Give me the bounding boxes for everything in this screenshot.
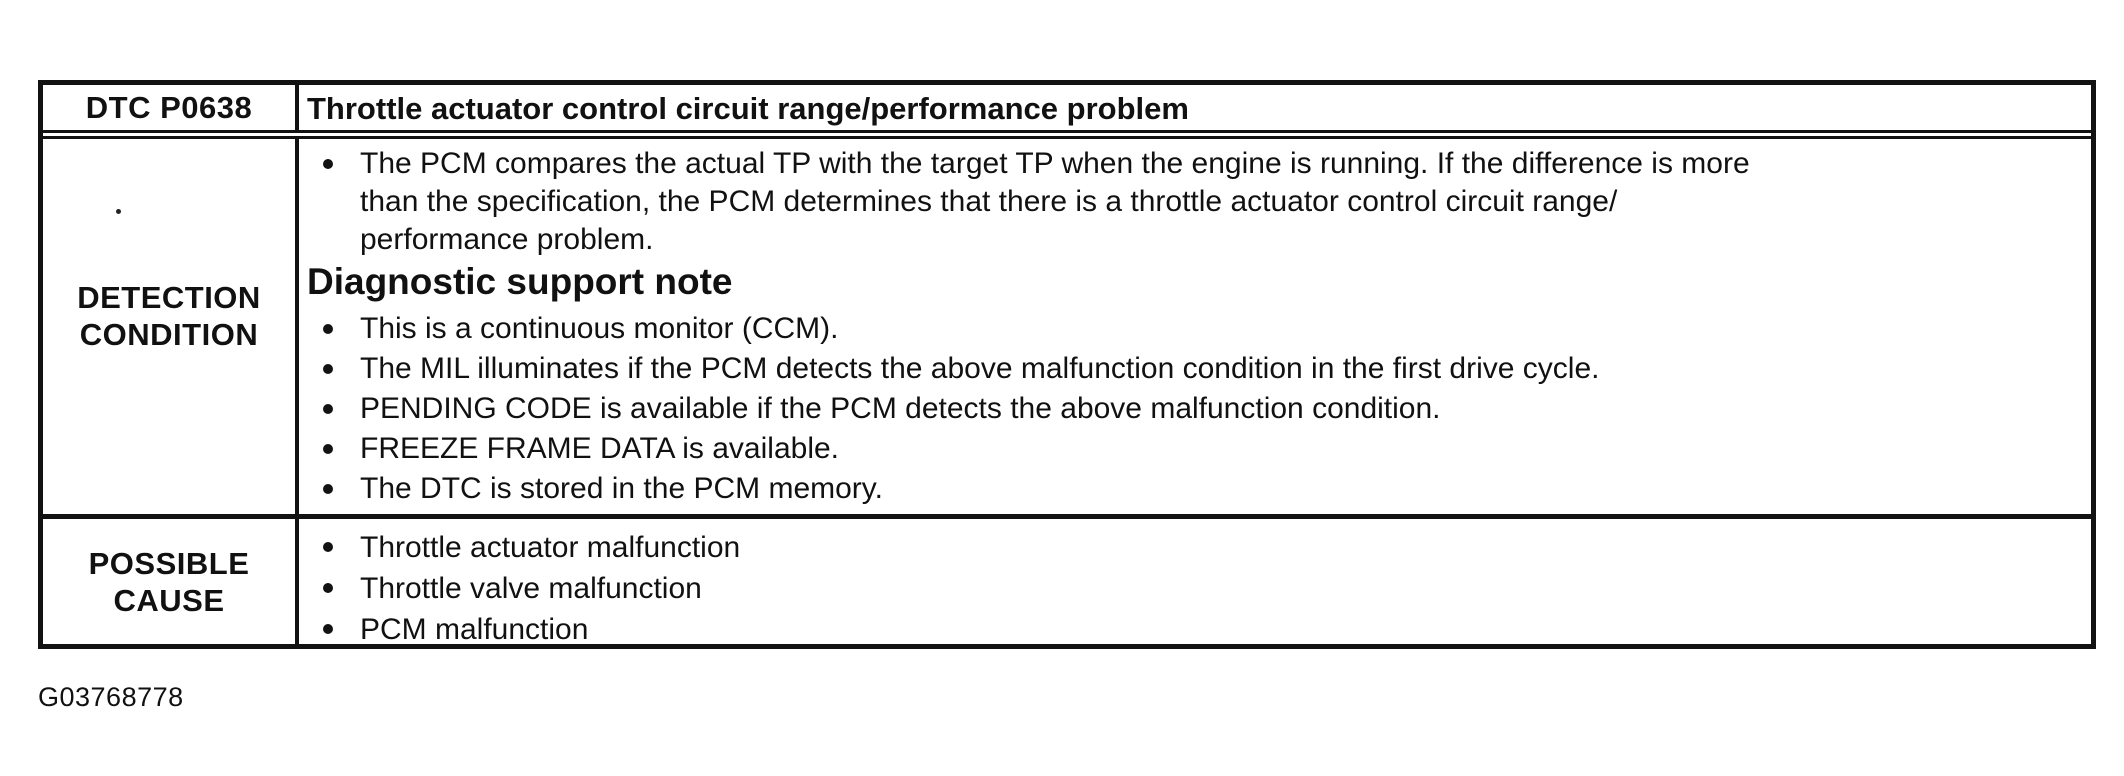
diagnostic-support-note-heading: Diagnostic support note xyxy=(307,261,733,302)
detection-condition-content: The PCM compares the actual TP with the … xyxy=(299,139,2091,514)
table-row-possible-cause: POSSIBLE CAUSE Throttle actuator malfunc… xyxy=(43,519,2091,644)
label-line: CAUSE xyxy=(113,582,225,618)
bullet-icon xyxy=(323,159,333,169)
bullet-icon xyxy=(323,624,333,634)
table-row-header: DTC P0638 Throttle actuator control circ… xyxy=(43,85,2091,139)
text-line: performance problem. xyxy=(360,223,654,256)
list-item: Throttle actuator malfunction xyxy=(307,527,2081,568)
dtc-code: DTC P0638 xyxy=(85,90,253,125)
label-line: DETECTION xyxy=(77,279,261,315)
list-item-text: FREEZE FRAME DATA is available. xyxy=(360,432,840,465)
list-item-text: This is a continuous monitor (CCM). xyxy=(360,312,839,345)
dtc-table: DTC P0638 Throttle actuator control circ… xyxy=(38,80,2096,649)
list-item: This is a continuous monitor (CCM). xyxy=(307,309,2081,349)
scan-artifact-dot xyxy=(116,209,121,214)
bullet-icon xyxy=(323,542,333,552)
list-item: PCM malfunction xyxy=(307,609,2081,644)
label-line: CONDITION xyxy=(79,316,259,352)
bullet-icon xyxy=(323,324,333,334)
possible-cause-content: Throttle actuator malfunction Throttle v… xyxy=(299,519,2091,644)
detection-condition-label: DETECTION CONDITION xyxy=(43,139,299,514)
dtc-code-cell: DTC P0638 xyxy=(43,85,299,130)
list-item-text: Throttle valve malfunction xyxy=(360,572,702,605)
dtc-title: Throttle actuator control circuit range/… xyxy=(307,90,1189,126)
bullet-icon xyxy=(323,583,333,593)
table-row-detection-condition: DETECTION CONDITION The PCM compares the… xyxy=(43,139,2091,519)
list-item-text: Throttle actuator malfunction xyxy=(360,531,741,564)
possible-cause-label: POSSIBLE CAUSE xyxy=(43,519,299,644)
list-item: Throttle valve malfunction xyxy=(307,568,2081,609)
text-line: than the specification, the PCM determin… xyxy=(360,185,1618,218)
bullet-icon xyxy=(323,484,333,494)
list-item-text: PCM malfunction xyxy=(360,613,589,644)
list-item-text: The PCM compares the actual TP with the … xyxy=(360,145,1750,259)
list-item: The MIL illuminates if the PCM detects t… xyxy=(307,349,2081,389)
list-item: The PCM compares the actual TP with the … xyxy=(307,145,2081,259)
list-item-text: PENDING CODE is available if the PCM det… xyxy=(360,392,1441,425)
dtc-title-cell: Throttle actuator control circuit range/… xyxy=(299,85,2091,130)
bullet-icon xyxy=(323,364,333,374)
list-item: FREEZE FRAME DATA is available. xyxy=(307,429,2081,469)
list-item: PENDING CODE is available if the PCM det… xyxy=(307,389,2081,429)
bullet-icon xyxy=(323,444,333,454)
bullet-icon xyxy=(323,404,333,414)
label-line: POSSIBLE xyxy=(88,545,250,581)
list-item: The DTC is stored in the PCM memory. xyxy=(307,469,2081,509)
list-item-text: The MIL illuminates if the PCM detects t… xyxy=(360,352,1600,385)
text-line: The PCM compares the actual TP with the … xyxy=(360,147,1750,180)
figure-id: G03768778 xyxy=(38,682,184,712)
list-item-text: The DTC is stored in the PCM memory. xyxy=(360,472,883,505)
